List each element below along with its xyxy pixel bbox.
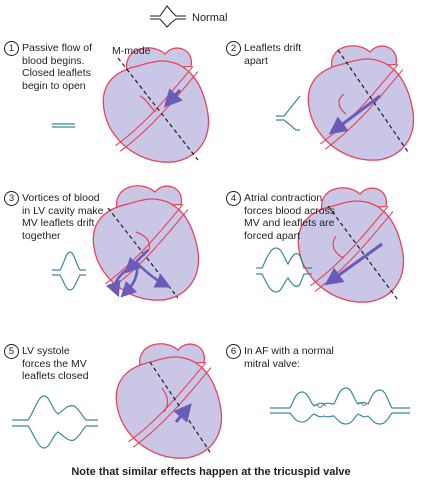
mmode-trace-5	[12, 395, 98, 449]
panel-1-caption: Passive flow of blood begins. Closed lea…	[22, 42, 92, 92]
leaflet-2	[338, 93, 347, 115]
heart-2	[300, 37, 420, 170]
vortex-arrows-3	[105, 249, 171, 298]
panel-5-line-3: leaflets closed	[22, 370, 89, 382]
panel-2-caption: Leaflets drift apart	[244, 42, 301, 67]
leaflet-4	[332, 235, 345, 259]
panel-3-line-2: in LV cavity make	[22, 204, 104, 217]
step-number-5: 5	[4, 344, 19, 359]
mmode-label: M-mode	[112, 45, 151, 57]
panel-3-caption: Vortices of blood in LV cavity make MV l…	[22, 192, 104, 242]
leaflet-1	[139, 95, 157, 113]
step-number-3: 3	[4, 191, 19, 206]
mmode-trace-3	[52, 251, 86, 291]
step-number-1: 1	[4, 41, 19, 56]
panel-4-line-2: forces blood across	[244, 204, 336, 217]
step-number-2: 2	[226, 41, 241, 56]
panel-6-line-2: mitral valve:	[244, 357, 301, 370]
mmode-trace-1	[52, 123, 75, 128]
panel-3-line-3: MV leaflets drift	[22, 217, 95, 229]
panel-1-line-1: Passive flow of	[22, 42, 93, 54]
panel-6-line-1: In AF with a normal	[244, 345, 334, 357]
leaflet-5	[161, 387, 169, 413]
panel-4-caption: Atrial contraction forces blood across M…	[244, 192, 335, 242]
panel-3-line-4: together	[22, 229, 61, 242]
panel-1-line-2: blood begins.	[22, 54, 85, 67]
panel-4-line-1: Atrial contraction	[244, 192, 323, 204]
panel-3-line-1: Vortices of blood	[22, 192, 100, 204]
panel-5-line-1: LV systole	[22, 345, 70, 357]
panel-2-line-1: Leaflets drift	[244, 42, 302, 54]
heart-3	[85, 177, 205, 310]
legend-label: Normal	[192, 12, 228, 24]
flow-arrow-1	[163, 88, 183, 108]
panel-4-line-3: MV and leaflets are	[244, 217, 335, 229]
panel-1-line-3: Closed leaflets	[22, 67, 91, 79]
mmode-trace-2	[276, 95, 301, 131]
panel-2-line-2: apart	[244, 54, 268, 67]
mmode-line-1	[117, 57, 199, 161]
panel-1-line-4: begin to open	[22, 79, 86, 92]
step-number-4: 4	[226, 191, 241, 206]
mmode-line-4	[327, 205, 399, 301]
panel-5-line-2: forces the MV	[22, 357, 87, 370]
panel-6-caption: In AF with a normal mitral valve:	[244, 345, 334, 370]
footer-note: Note that similar effects happen at the …	[71, 466, 351, 478]
heart-1	[95, 39, 215, 172]
mmode-line-3	[107, 207, 179, 299]
panel-5-caption: LV systole forces the MV leaflets closed	[22, 345, 89, 383]
flow-arrow-2	[328, 94, 381, 135]
leaflet-3	[135, 231, 151, 253]
panel-4-line-4: forced apart	[244, 229, 301, 242]
flow-arrow-4	[324, 242, 383, 286]
flow-arrow-5	[173, 403, 192, 423]
mmode-trace-4	[256, 247, 312, 293]
mmode-trace-6	[270, 387, 410, 425]
step-number-6: 6	[226, 344, 241, 359]
legend-symbol	[150, 5, 186, 28]
